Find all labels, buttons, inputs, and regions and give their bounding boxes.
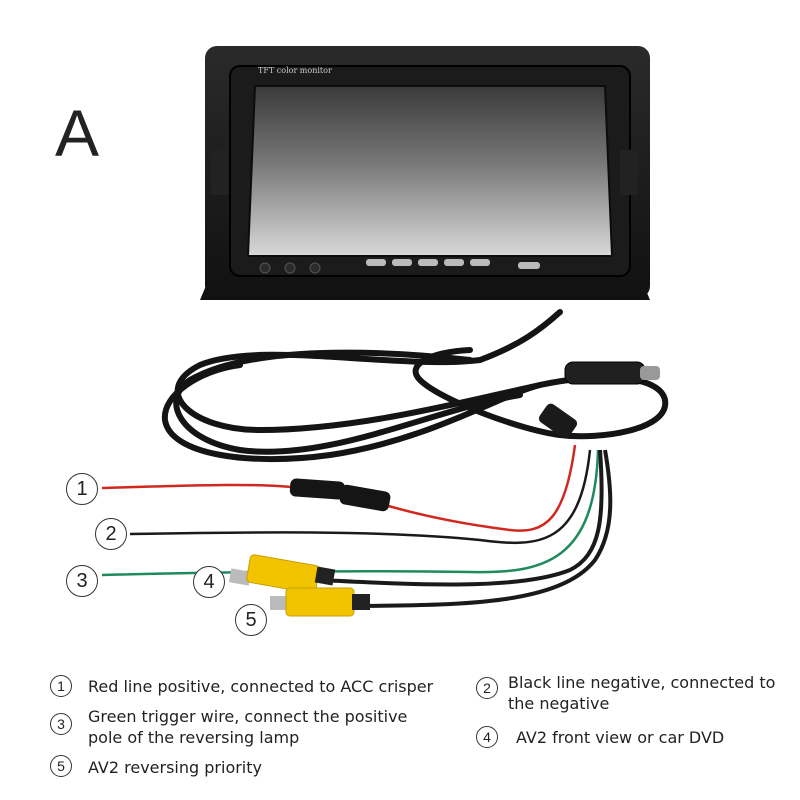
legend-text-1: Red line positive, connected to ACC cris… [88,677,434,696]
red-wire [101,444,577,532]
bezel-button [309,262,321,274]
monitor-screen [246,85,614,257]
callout-1: 1 [66,473,98,505]
bezel-button [470,259,490,266]
rca-cable-2 [359,449,613,608]
bezel-button [444,259,464,266]
bezel-button [418,259,438,266]
fuse-holder [289,478,391,512]
legend-text-2: Black line negative, connected to the ne… [508,673,776,713]
black-wire [129,449,592,545]
legend-text-5: AV2 reversing priority [88,758,262,777]
bezel-text: TFT color monitor [258,66,332,75]
bezel-button [259,262,271,274]
legend-num-4: 4 [476,726,498,748]
callout-2: 2 [95,518,127,550]
rca-plug-5 [270,587,370,617]
rca-plug-4 [228,554,336,594]
callout-5: 5 [235,604,267,636]
green-wire [101,449,600,577]
callout-4: 4 [193,566,225,598]
bezel-button [518,262,540,269]
rca-cable-1 [319,449,604,587]
cable-connector [564,361,646,385]
legend-num-5: 5 [50,755,72,777]
legend-text-4: AV2 front view or car DVD [516,728,725,747]
monitor-photo: TFT color monitor [101,46,669,617]
bezel-button [284,262,296,274]
legend-num-3: 3 [50,713,72,735]
panel-letter: A [55,96,100,170]
legend-num-1: 1 [50,675,72,697]
bezel-button [392,259,412,266]
coiled-cable [161,309,669,463]
callout-3: 3 [66,565,98,597]
legend-text-3: Green trigger wire, connect the positive… [88,707,408,747]
legend-num-2: 2 [476,677,498,699]
cable-junction [538,403,578,439]
bezel-button [366,259,386,266]
